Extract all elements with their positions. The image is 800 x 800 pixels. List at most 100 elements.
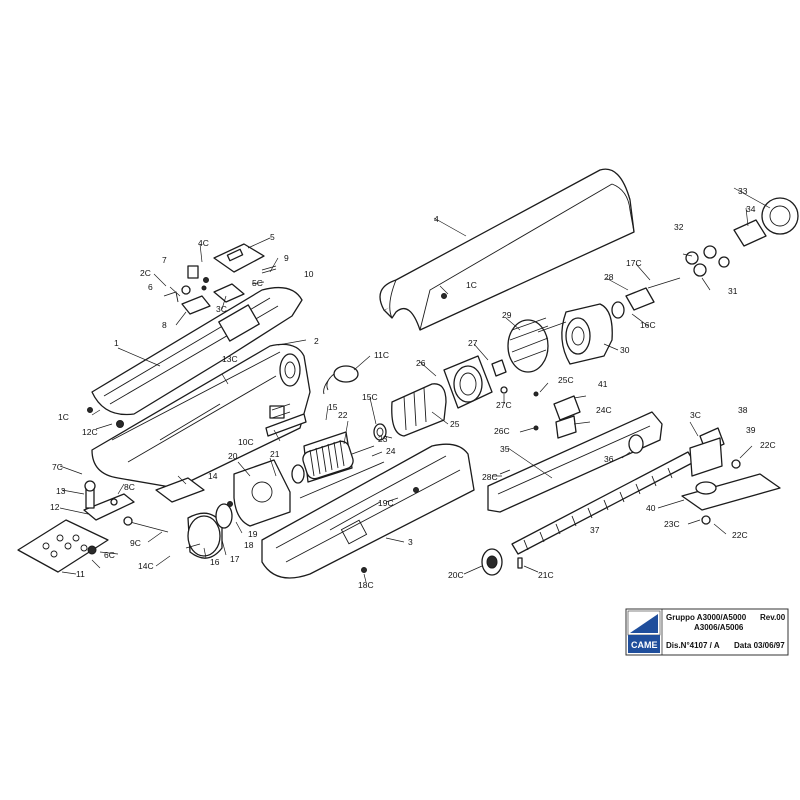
lock-41 [553,395,581,439]
label-15C: 15C [362,392,378,402]
label-38: 38 [738,405,748,415]
label-14: 14 [208,471,218,481]
left-small-parts [17,407,205,573]
label-19C: 19C [378,498,394,508]
label-15: 15 [328,402,338,412]
label-7: 7 [162,255,167,265]
brand-name: CAME [631,640,658,650]
gear-30 [561,303,613,365]
motor-25 [391,383,447,437]
label-1: 1 [114,338,119,348]
label-26C: 26C [494,426,510,436]
title-block: CAME Gruppo A3000/A5000 Rev.00 A3006/A50… [625,608,789,656]
gearbox-assembly [187,459,291,559]
label-22C-top: 22C [760,440,776,450]
label-12: 12 [50,502,60,512]
label-14C: 14C [138,561,154,571]
label-5: 5 [270,232,275,242]
label-34: 34 [746,204,756,214]
label-7C: 7C [52,462,63,472]
capacitor-11C [323,365,359,395]
label-41: 41 [598,379,608,389]
right-parts [361,197,799,576]
label-20: 20 [228,451,238,461]
part-3-base [261,443,475,579]
label-2C: 2C [140,268,151,278]
label-24C: 24C [596,405,612,415]
revision-label: Rev.00 [760,613,786,622]
label-19: 19 [248,529,258,539]
label-16C: 16C [640,320,656,330]
label-16: 16 [210,557,220,567]
label-10: 10 [304,269,314,279]
worm-gear-22 [302,439,354,480]
label-20C: 20C [448,570,464,580]
label-12C: 12C [82,427,98,437]
label-18: 18 [244,540,254,550]
label-22: 22 [338,410,348,420]
label-24: 24 [386,446,396,456]
label-18C: 18C [358,580,374,590]
label-25: 25 [450,419,460,429]
flange-26 [443,355,493,409]
small-top-parts [163,243,277,315]
label-3: 3 [408,537,413,547]
label-23: 23 [378,434,388,444]
label-37: 37 [590,525,600,535]
label-35: 35 [500,444,510,454]
drawing-date: Data 03/06/97 [734,641,785,650]
label-4: 4 [434,214,439,224]
label-28C: 28C [482,472,498,482]
label-28: 28 [604,272,614,282]
label-13C: 13C [222,354,238,364]
label-8C: 8C [124,482,135,492]
label-17C: 17C [626,258,642,268]
label-25C: 25C [558,375,574,385]
label-11: 11 [76,569,85,579]
label-3C-b: 3C [690,410,701,420]
ring-33-34 [733,197,799,247]
label-6C: 6C [104,550,115,560]
leader-lines [59,187,771,583]
label-9C: 9C [130,538,141,548]
part-1-lid [91,286,303,416]
label-5C: 5C [252,278,263,288]
label-21: 21 [270,449,280,459]
drawing-number: Dis.N°4107 / A [666,641,720,650]
label-3C: 3C [216,304,227,314]
label-8: 8 [162,320,167,330]
label-10C: 10C [238,437,254,447]
label-2: 2 [314,336,319,346]
group-label-2: A3006/A5006 [694,623,744,632]
label-17: 17 [230,554,240,564]
label-30: 30 [620,345,630,355]
label-6: 6 [148,282,153,292]
label-21C: 21C [538,570,554,580]
label-27C: 27C [496,400,512,410]
label-1C: 1C [466,280,477,290]
label-23C: 23C [664,519,680,529]
part-4-cover [379,168,635,331]
group-label: Gruppo A3000/A5000 [666,613,747,622]
label-13: 13 [56,486,66,496]
label-22C-bottom: 22C [732,530,748,540]
label-4C: 4C [198,238,209,248]
label-29: 29 [502,310,512,320]
gear-set-31-32 [685,245,730,277]
label-11C: 11C [374,350,389,360]
label-31: 31 [728,286,738,296]
label-39: 39 [746,425,756,435]
label-1C-b: 1C [58,412,69,422]
label-32: 32 [674,222,684,232]
label-9: 9 [284,253,289,263]
guide-35 [487,411,663,513]
part-labels: 1 2 3 4 5 6 7 8 9 10 11 12 13 14 15 16 1… [50,186,776,590]
label-26: 26 [416,358,426,368]
label-27: 27 [468,338,478,348]
motor-assembly [265,355,508,499]
drum-29 [507,317,549,373]
label-40: 40 [646,503,656,513]
label-33: 33 [738,186,748,196]
label-36: 36 [604,454,614,464]
